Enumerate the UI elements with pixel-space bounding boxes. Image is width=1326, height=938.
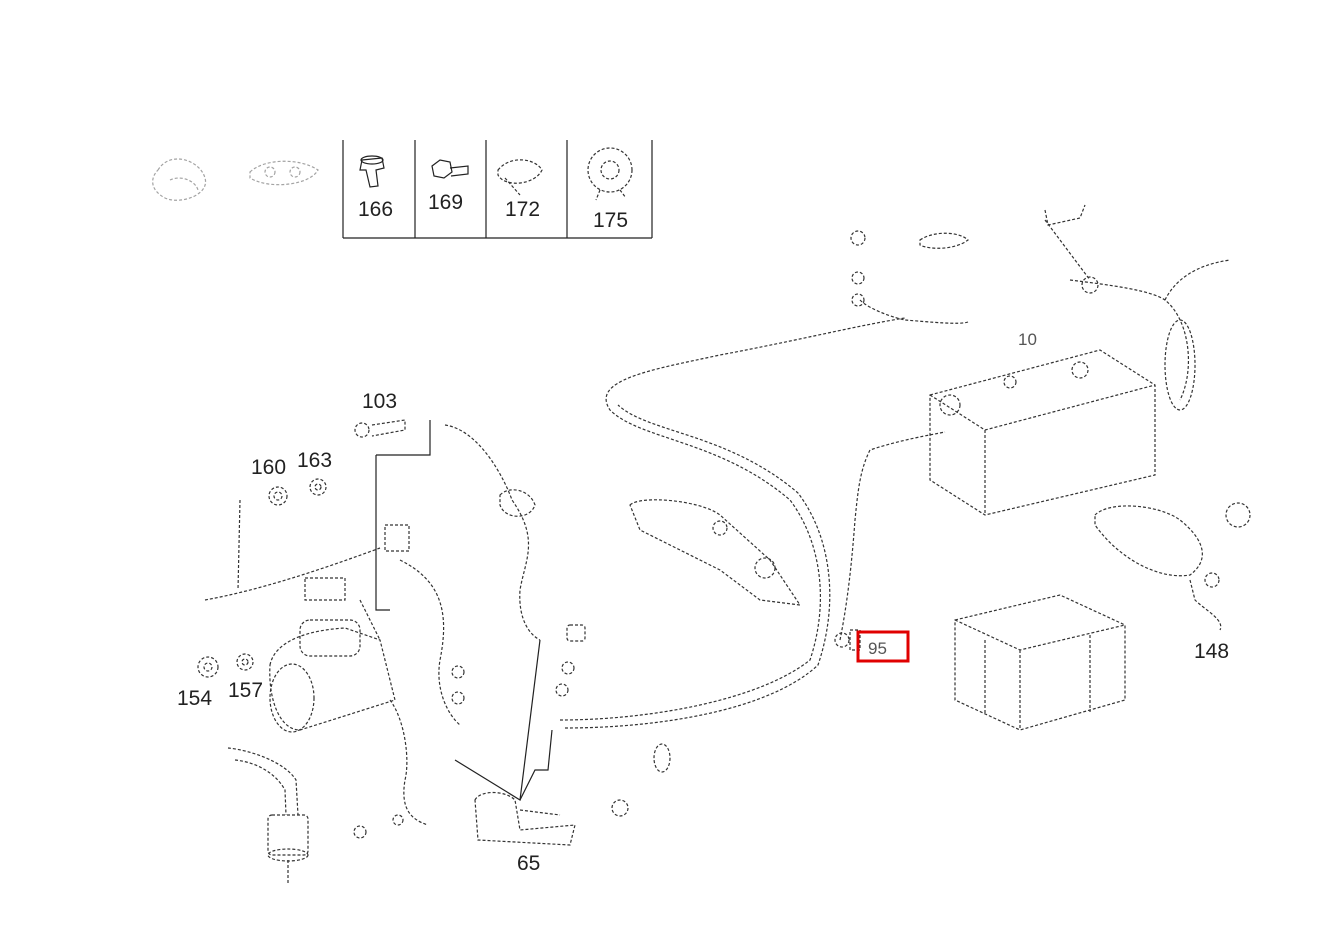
washer-160-icon: [268, 486, 288, 506]
terminal-clamp-icon: [834, 629, 861, 651]
grommet-175-icon: [587, 147, 633, 201]
highlight-box: [856, 630, 910, 663]
mount-bracket-icon: [629, 499, 802, 606]
fastener-cluster-icon: [850, 230, 969, 324]
sensor-148-icon: [1094, 502, 1251, 631]
label-65: 65: [517, 852, 540, 875]
label-148: 148: [1194, 640, 1229, 663]
label-154: 154: [177, 687, 212, 710]
label-163: 163: [297, 449, 332, 472]
label-160: 160: [251, 456, 286, 479]
leader-line-103: [375, 420, 431, 611]
battery-tray-icon: [954, 594, 1126, 731]
bolt-166-icon: [359, 155, 385, 188]
nut-163-icon: [309, 478, 327, 496]
nut-103-icon: [354, 419, 406, 438]
battery-cable: [1069, 279, 1190, 401]
washer-154-icon: [197, 656, 219, 678]
label-103: 103: [362, 390, 397, 413]
label-172: 172: [505, 198, 540, 221]
bracket-part-icon: [249, 160, 319, 186]
connector-cluster-icon: [1044, 204, 1099, 294]
bracket-65-icon: [474, 791, 576, 846]
label-166: 166: [358, 198, 393, 221]
misc-fasteners-icon: [304, 489, 671, 839]
leader-line-65b: [519, 729, 553, 801]
cable-loop: [1164, 319, 1196, 411]
label-175: 175: [593, 209, 628, 232]
wiring-harness: [204, 317, 946, 826]
starter-motor-icon: [269, 599, 396, 733]
hex-bolt-169-icon: [431, 159, 469, 179]
legend-strip: 166 169 172 175: [152, 140, 653, 239]
battery-cable-branch: [1164, 259, 1231, 301]
battery-icon: [929, 349, 1156, 516]
label-169: 169: [428, 191, 463, 214]
nut-157-icon: [236, 653, 254, 671]
clip-part-icon: [152, 158, 207, 201]
label-95: 95: [868, 639, 887, 658]
leader-line-65: [454, 639, 541, 801]
label-157: 157: [228, 679, 263, 702]
label-10: 10: [1018, 330, 1037, 349]
cable-tie-172-icon: [497, 159, 543, 196]
sensor-unit-icon: [227, 747, 309, 885]
